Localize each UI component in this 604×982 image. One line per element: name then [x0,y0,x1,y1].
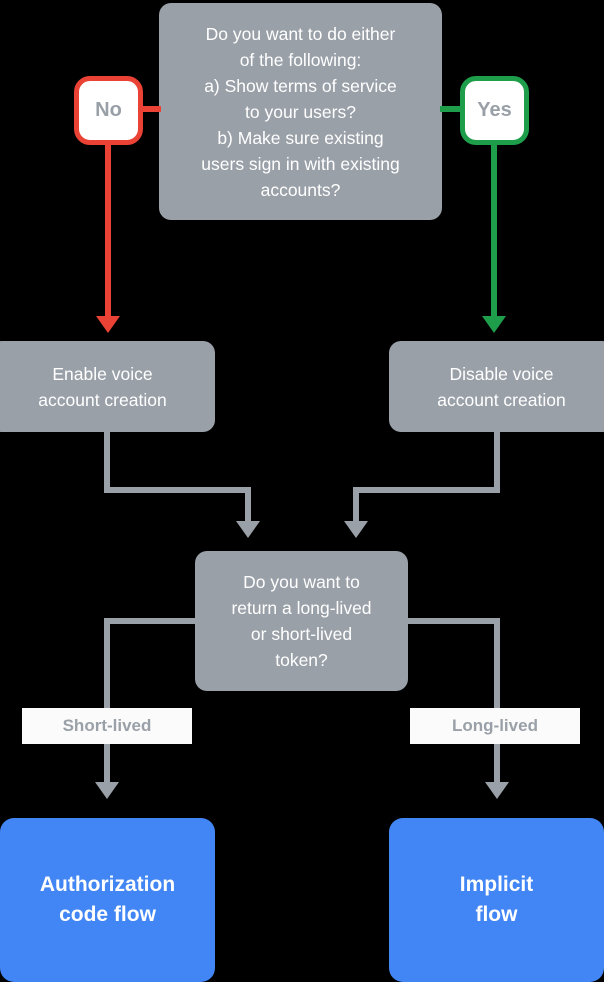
connector-short-horizontal [104,618,200,624]
connector-long-vertical [494,618,500,784]
node-authorization-code-flow-label: Authorization code flow [39,873,176,926]
edge-label-long-lived-text: Long-lived [452,716,538,735]
node-enable-voice-label: Enable voice account creation [38,363,167,410]
node-authorization-code-flow: Authorization code flow [0,818,215,982]
connector-disable-horizontal [353,487,500,493]
node-implicit-flow-label: Implicit flow [459,873,534,926]
node-question-token-label: Do you want to return a long-lived or sh… [231,572,372,670]
node-implicit-flow: Implicit flow [389,818,604,982]
connector-long-horizontal [404,618,500,624]
edge-label-long-lived: Long-lived [410,708,580,744]
node-yes-pill[interactable]: Yes [460,76,529,145]
node-no-label: No [95,99,122,121]
connector-enable-vertical-a [104,432,110,488]
connector-yes-arrowhead [482,316,506,333]
edge-label-short-lived-text: Short-lived [62,716,152,735]
connector-yes-stub [440,106,462,112]
node-no-pill[interactable]: No [74,76,143,145]
connector-long-arrowhead [485,782,509,799]
node-question-token: Do you want to return a long-lived or sh… [195,551,408,691]
node-disable-voice-label: Disable voice account creation [437,363,566,410]
connector-no-stub [141,106,161,112]
connector-disable-vertical-a [494,432,500,488]
connector-disable-vertical-b [353,487,359,524]
connector-yes-vertical [491,144,497,319]
connector-short-vertical [104,618,110,784]
edge-label-short-lived: Short-lived [22,708,192,744]
connector-enable-horizontal [104,487,251,493]
connector-enable-arrowhead [236,521,260,538]
node-disable-voice: Disable voice account creation [389,341,604,432]
connector-disable-arrowhead [344,521,368,538]
connector-short-arrowhead [95,782,119,799]
node-enable-voice: Enable voice account creation [0,341,215,432]
node-question-top: Do you want to do either of the followin… [159,3,442,220]
node-yes-label: Yes [477,99,512,121]
connector-no-arrowhead [96,316,120,333]
connector-enable-vertical-b [245,487,251,524]
connector-no-vertical [105,144,111,319]
node-question-top-label: Do you want to do either of the followin… [201,23,400,200]
